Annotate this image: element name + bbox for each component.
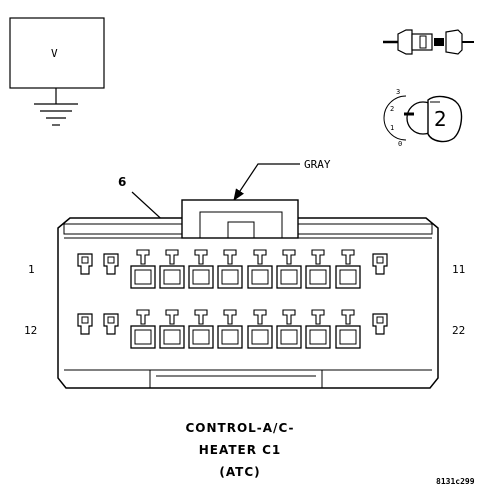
pin-label-1: 1 <box>28 263 35 276</box>
ground-icon <box>34 103 78 126</box>
cavity-row-top <box>77 249 388 289</box>
selector-knob-icon: 3 2 1 0 2 <box>383 88 463 148</box>
cavity-row-bottom <box>77 309 388 349</box>
pin-label-11: 11 <box>452 263 465 276</box>
probe-icon <box>383 29 474 55</box>
selector-position-3: 3 <box>396 88 400 96</box>
pin-label-12: 12 <box>24 324 37 337</box>
figure-reference-code: 8131c299 <box>436 477 475 486</box>
selector-position-0: 0 <box>398 140 402 148</box>
pin-callout-number: 6 <box>118 175 127 189</box>
gray-callout: GRAY <box>233 158 331 201</box>
selector-position-1: 1 <box>390 124 394 132</box>
selector-position-2: 2 <box>390 105 394 113</box>
selector-value: 2 <box>434 107 447 131</box>
connector-title-line2: HEATER C1 <box>199 443 282 457</box>
pin-label-22: 22 <box>452 324 465 337</box>
connector-body <box>57 217 439 389</box>
connector-color-label: GRAY <box>304 158 331 171</box>
connector-title-line3: (ATC) <box>219 465 260 479</box>
meter-label: V <box>51 47 58 60</box>
connector-latch <box>181 199 299 239</box>
voltmeter-icon: V <box>9 17 105 104</box>
connector-title-line1: CONTROL-A/C- <box>185 421 294 435</box>
